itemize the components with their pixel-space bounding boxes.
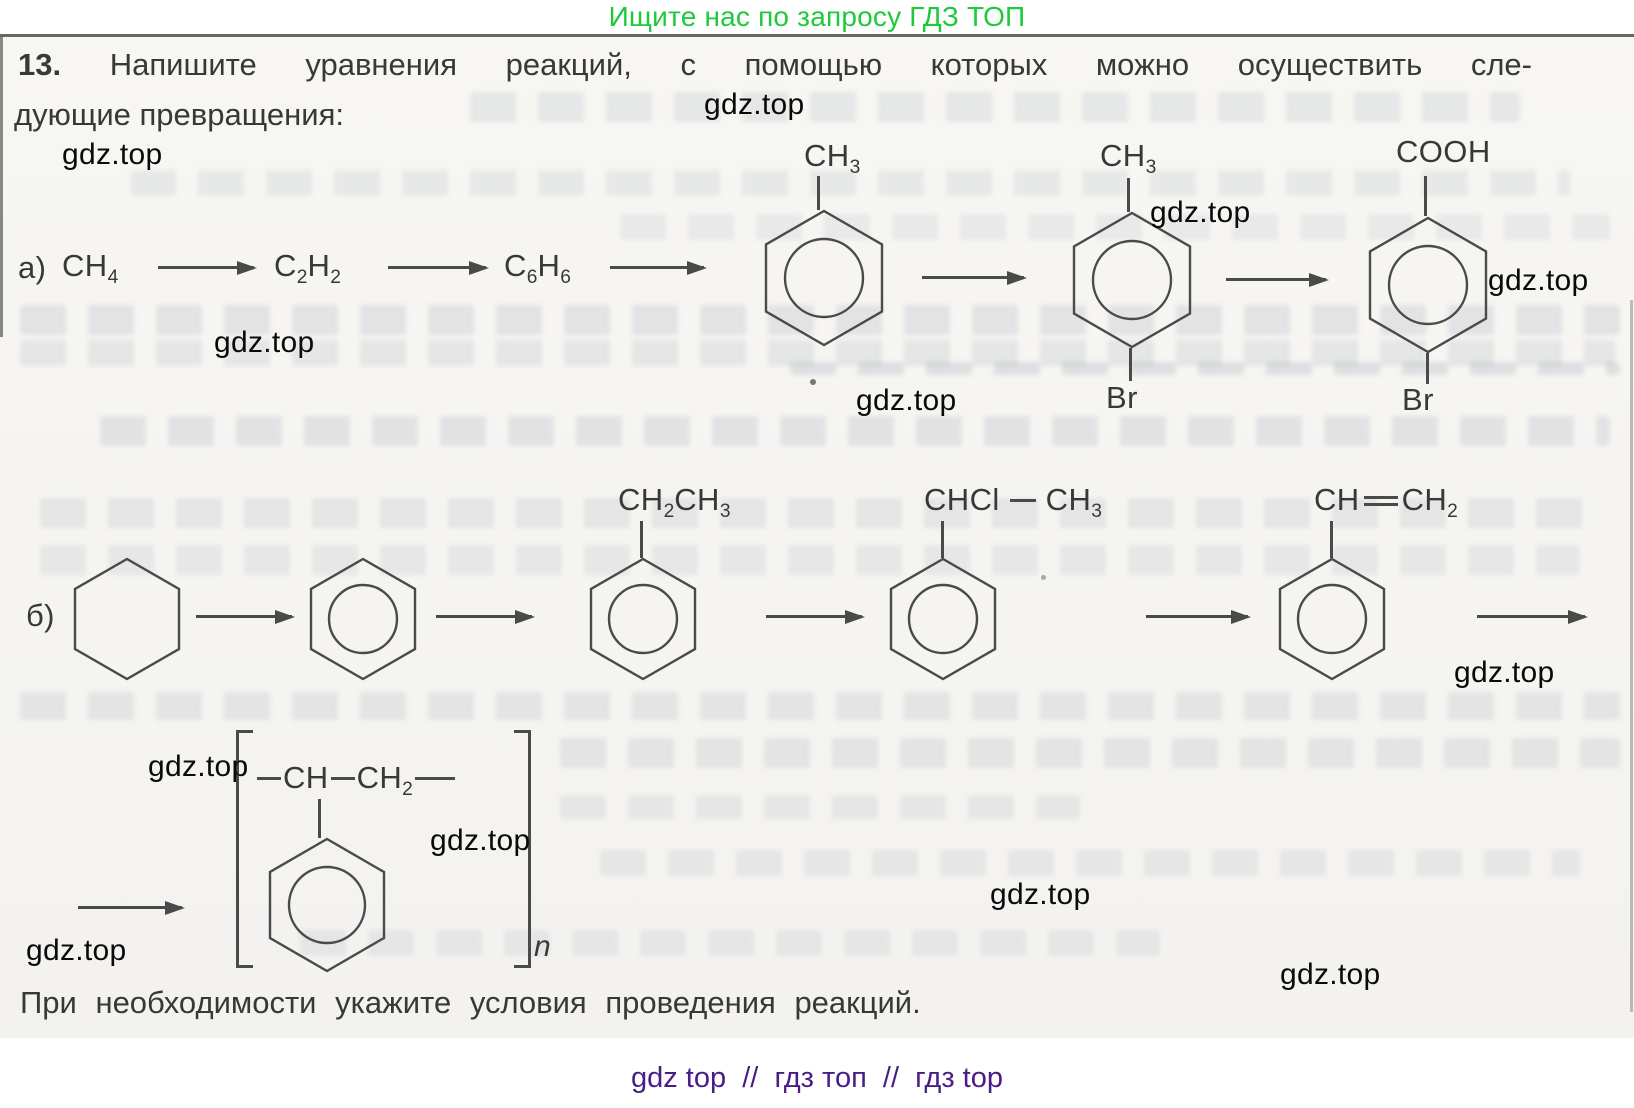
bleed-through-line [790, 362, 1620, 375]
benzene-ring-icon [308, 556, 418, 682]
watermark-gdz-top: gdz.top [430, 824, 531, 857]
watermark-gdz-top: gdz.top [1488, 264, 1589, 297]
bleed-through-line [100, 416, 1610, 446]
substituent-bond [941, 521, 944, 558]
bleed-through-line [20, 305, 1620, 335]
polymer-bracket-left [236, 730, 253, 968]
scan-top-edge [0, 34, 1634, 37]
reaction-arrow [1477, 609, 1588, 624]
watermark-gdz-top: gdz.top [1280, 958, 1381, 991]
substituent-bond [1330, 521, 1333, 558]
scan-dot [810, 379, 816, 385]
watermark-gdz-top: gdz.top [62, 138, 163, 171]
watermark-gdz-top: gdz.top [214, 326, 315, 359]
bleed-through-line [130, 170, 1570, 196]
bleed-through-line [40, 498, 1600, 528]
benzene-ring-icon [1368, 216, 1488, 354]
reaction-arrow [436, 609, 535, 624]
bleed-through-line [560, 738, 1620, 768]
bleed-through-line [40, 545, 1580, 575]
scan-dot [1041, 575, 1046, 580]
bromine-label: Br [1402, 382, 1434, 417]
footer-promo: gdz top // гдз топ // гдз top [630, 1062, 1003, 1094]
methyl-group-label: CH3 [804, 138, 861, 179]
methyl-group-label: CH3 [1100, 138, 1157, 179]
reaction-arrow [78, 900, 185, 915]
substituent-bond [640, 521, 643, 558]
benzene-ring-icon [268, 837, 386, 973]
carboxyl-group-label: COOH [1396, 134, 1491, 169]
substituent-bond [1426, 353, 1429, 384]
bleed-through-line [20, 340, 1615, 366]
watermark-gdz-top: gdz.top [1454, 656, 1555, 689]
reaction-arrow [1226, 272, 1329, 287]
bleed-through-line [600, 850, 1580, 876]
benzene-ring-icon [1277, 556, 1387, 682]
reaction-arrow [158, 260, 257, 275]
benzene-ring-icon [588, 556, 698, 682]
scan-right-edge [1630, 300, 1633, 1012]
bleed-through-line [560, 795, 1080, 819]
problem-statement-line1: 13. Напишите уравнения реакций, с помощь… [18, 46, 1532, 84]
watermark-gdz-top: gdz.top [704, 88, 805, 121]
problem-number: 13. [18, 47, 62, 82]
substituent-bond [318, 799, 321, 838]
polymer-n-subscript: n [534, 930, 551, 963]
bleed-through-line [470, 92, 1520, 122]
formula-methane: CH4 [62, 248, 119, 289]
benzene-ring-icon [764, 209, 884, 347]
benzene-ring-icon [888, 556, 998, 682]
scan-left-edge [0, 37, 3, 337]
watermark-gdz-top: gdz.top [26, 934, 127, 967]
reaction-arrow [766, 609, 865, 624]
bleed-through-line [300, 930, 1160, 956]
ethyl-group-label: CH2CH3 [618, 482, 731, 523]
substituent-bond [817, 176, 820, 210]
formula-benzene: C6H6 [504, 248, 571, 289]
reaction-arrow [922, 270, 1027, 285]
promo-banner: Ищите нас по запросу ГДЗ ТОП [608, 1, 1026, 32]
scheme-a-label: а) [18, 250, 47, 285]
watermark-gdz-top: gdz.top [856, 384, 957, 417]
watermark-gdz-top: gdz.top [1150, 196, 1251, 229]
bromine-label: Br [1106, 380, 1138, 415]
bleed-through-line [20, 692, 1620, 720]
reaction-arrow [388, 260, 489, 275]
scheme-b-label: б) [26, 598, 55, 633]
substituent-bond [1129, 348, 1132, 381]
polymer-bracket-right [514, 730, 531, 968]
benzene-ring-icon [1072, 211, 1192, 349]
formula-acetylene: C2H2 [274, 248, 341, 289]
problem-statement-line2: дующие превращения: [14, 97, 344, 132]
substituent-bond [1424, 176, 1427, 216]
reaction-arrow [1146, 609, 1251, 624]
problem-text: Напишите уравнения реакций, с помощью ко… [109, 47, 1532, 82]
reaction-arrow [610, 260, 707, 275]
reaction-arrow [196, 609, 295, 624]
cyclohexane-ring-icon [72, 556, 182, 682]
note-text: При необходимости укажите условия провед… [20, 985, 921, 1020]
watermark-gdz-top: gdz.top [990, 878, 1091, 911]
substituent-bond [1127, 178, 1130, 212]
watermark-gdz-top: gdz.top [148, 750, 249, 783]
